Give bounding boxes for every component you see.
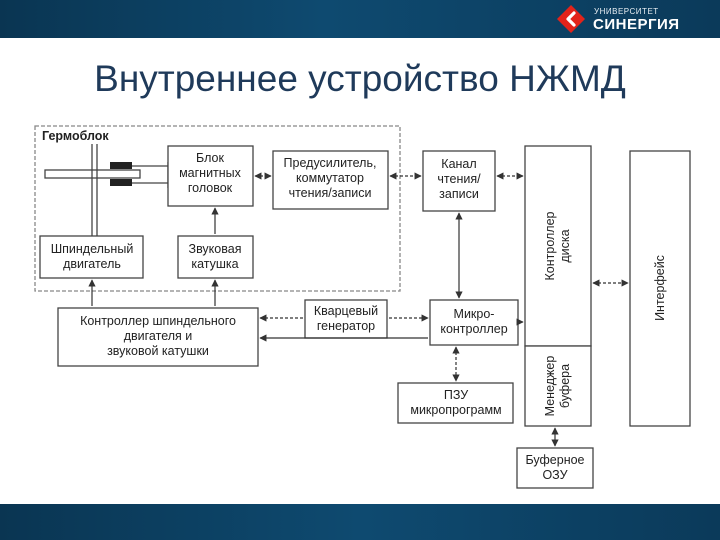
buffer-manager-label-2: буфера xyxy=(558,364,572,408)
rom-label-2: микропрограмм xyxy=(410,403,501,417)
spindle-motor-label-2: двигатель xyxy=(63,257,121,271)
interface-box xyxy=(629,150,691,427)
disk-controller-label-2: диска xyxy=(558,229,572,262)
hermoblock-label: Гермоблок xyxy=(42,129,109,143)
logo-name: СИНЕРГИЯ xyxy=(593,16,680,33)
microcontroller-label-1: Микро- xyxy=(454,307,495,321)
rom-box xyxy=(397,382,514,424)
preamp-label-2: коммутатор xyxy=(296,171,364,185)
channel-label-3: записи xyxy=(439,187,479,201)
hermoblock-frame xyxy=(34,125,401,292)
microcontroller-box xyxy=(429,299,519,346)
buffer-ram-label-2: ОЗУ xyxy=(542,468,567,482)
svg-text:Контроллердиска: Контроллердиска xyxy=(543,211,572,280)
university-logo: УНИВЕРСИТЕТ СИНЕРГИЯ xyxy=(556,4,716,34)
preamp-label-1: Предусилитель, xyxy=(284,156,377,170)
crystal-oscillator-label-2: генератор xyxy=(317,319,375,333)
channel-box xyxy=(422,150,496,212)
preamp-label-3: чтения/записи xyxy=(289,186,372,200)
head-block-label-1: Блок xyxy=(196,151,224,165)
slide-title: Внутреннее устройство НЖМД xyxy=(94,58,626,99)
footer-bar xyxy=(0,504,720,540)
voice-coil-box xyxy=(177,235,254,279)
spindle-controller-label-3: звуковой катушки xyxy=(107,344,209,358)
rom-label-1: ПЗУ xyxy=(444,388,468,402)
svg-text:Микро-контроллер: Микро-контроллер xyxy=(440,307,507,336)
svg-text:Менеджербуфера: Менеджербуфера xyxy=(543,356,572,417)
channel-label-2: чтения/ xyxy=(437,172,481,186)
preamp-box xyxy=(272,150,389,210)
head-block-label-2: магнитных xyxy=(179,166,242,180)
logo-caption: УНИВЕРСИТЕТ xyxy=(594,7,659,16)
spindle-motor-label-1: Шпиндельный xyxy=(51,242,134,256)
platter-symbol xyxy=(44,144,169,236)
crystal-oscillator-label-1: Кварцевый xyxy=(314,304,378,318)
disk-controller-label-1: Контроллер xyxy=(543,211,557,280)
voice-coil-label-1: Звуковая xyxy=(189,242,242,256)
spindle-controller-box xyxy=(57,307,259,367)
disk-controller-box xyxy=(524,145,592,347)
buffer-manager-box xyxy=(524,345,592,427)
buffer-ram-label-1: Буферное xyxy=(525,453,584,467)
interface-label: Интерфейс xyxy=(653,255,667,321)
buffer-manager-label-1: Менеджер xyxy=(543,356,557,417)
spindle-controller-label-2: двигателя и xyxy=(124,329,193,343)
header-bar: УНИВЕРСИТЕТ СИНЕРГИЯ xyxy=(0,0,720,38)
synergy-logo-icon xyxy=(557,5,585,33)
spindle-controller-label-1: Контроллер шпиндельного xyxy=(80,314,236,328)
spindle-motor-box xyxy=(39,235,144,279)
channel-label-1: Канал xyxy=(441,157,476,171)
voice-coil-label-2: катушка xyxy=(191,257,238,271)
buffer-ram-box xyxy=(516,447,594,489)
head-block-box xyxy=(167,145,254,207)
microcontroller-label-2: контроллер xyxy=(440,322,507,336)
head-block-label-3: головок xyxy=(188,181,233,195)
